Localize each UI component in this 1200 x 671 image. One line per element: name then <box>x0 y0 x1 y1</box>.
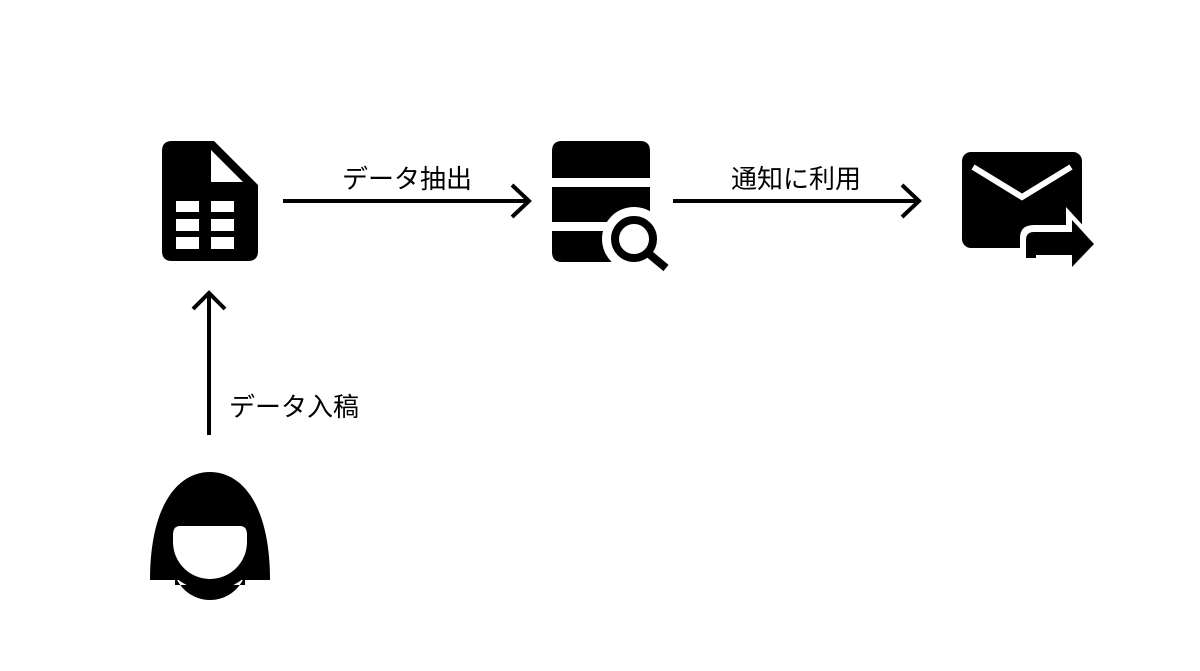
input-label: データ入稿 <box>229 393 359 423</box>
mail-forward-icon <box>962 152 1100 278</box>
input-arrow <box>191 290 227 435</box>
notify-label: 通知に利用 <box>731 165 861 195</box>
extract-arrow <box>283 183 532 219</box>
extract-label: データ抽出 <box>342 165 472 195</box>
user-icon <box>150 472 270 600</box>
database-search-icon <box>552 141 674 277</box>
notify-arrow <box>673 183 922 219</box>
spreadsheet-icon <box>162 141 258 261</box>
